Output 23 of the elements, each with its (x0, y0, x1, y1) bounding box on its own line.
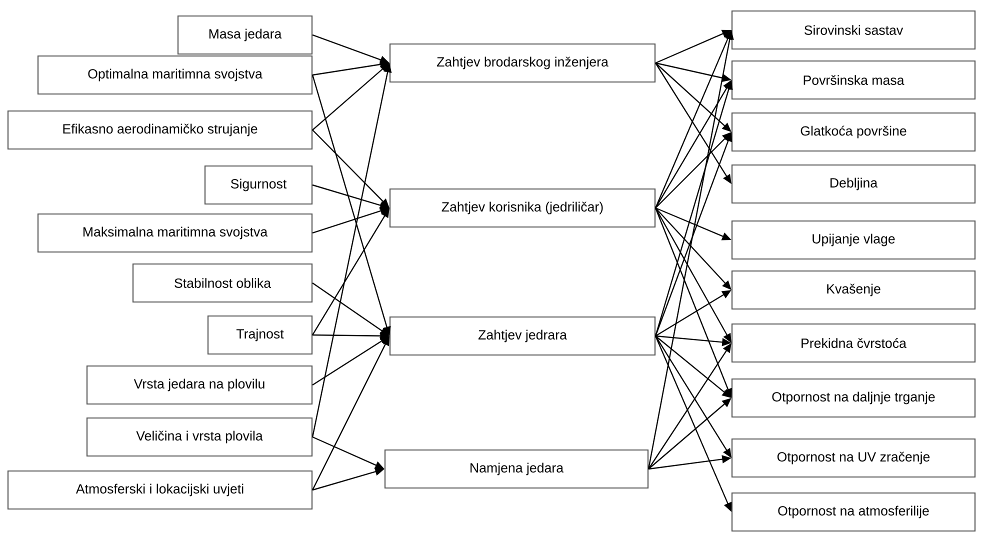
text-box: Atmosferski i lokacijski uvjeti (7, 470, 313, 510)
text-box: Masa jedara (177, 15, 313, 55)
text-box: Maksimalna maritimna svojstva (37, 213, 313, 253)
text-box: Zahtjev brodarskog inženjera (389, 43, 656, 83)
text-box: Glatkoća površine (731, 112, 976, 152)
text-box: Otpornost na daljnje trganje (731, 378, 976, 418)
text-box: Prekidna čvrstoća (731, 323, 976, 363)
text-box: Stabilnost oblika (132, 263, 313, 303)
text-box: Sirovinski sastav (731, 10, 976, 50)
text-box: Površinska masa (731, 60, 976, 100)
text-box: Sigurnost (204, 165, 313, 205)
text-box: Vrsta jedara na plovilu (86, 365, 313, 405)
text-box: Debljina (731, 164, 976, 204)
text-box: Zahtjev jedrara (389, 316, 656, 356)
text-box: Otpornost na UV zračenje (731, 438, 976, 478)
text-box: Zahtjev korisnika (jedriličar) (389, 188, 656, 228)
text-box: Otpornost na atmosferilije (731, 492, 976, 532)
text-box: Veličina i vrsta plovila (86, 417, 313, 457)
text-box: Kvašenje (731, 270, 976, 310)
text-box: Efikasno aerodinamičko strujanje (7, 110, 313, 150)
text-box: Upijanje vlage (731, 220, 976, 260)
text-box: Namjena jedara (384, 449, 649, 489)
text-box: Trajnost (207, 315, 313, 355)
